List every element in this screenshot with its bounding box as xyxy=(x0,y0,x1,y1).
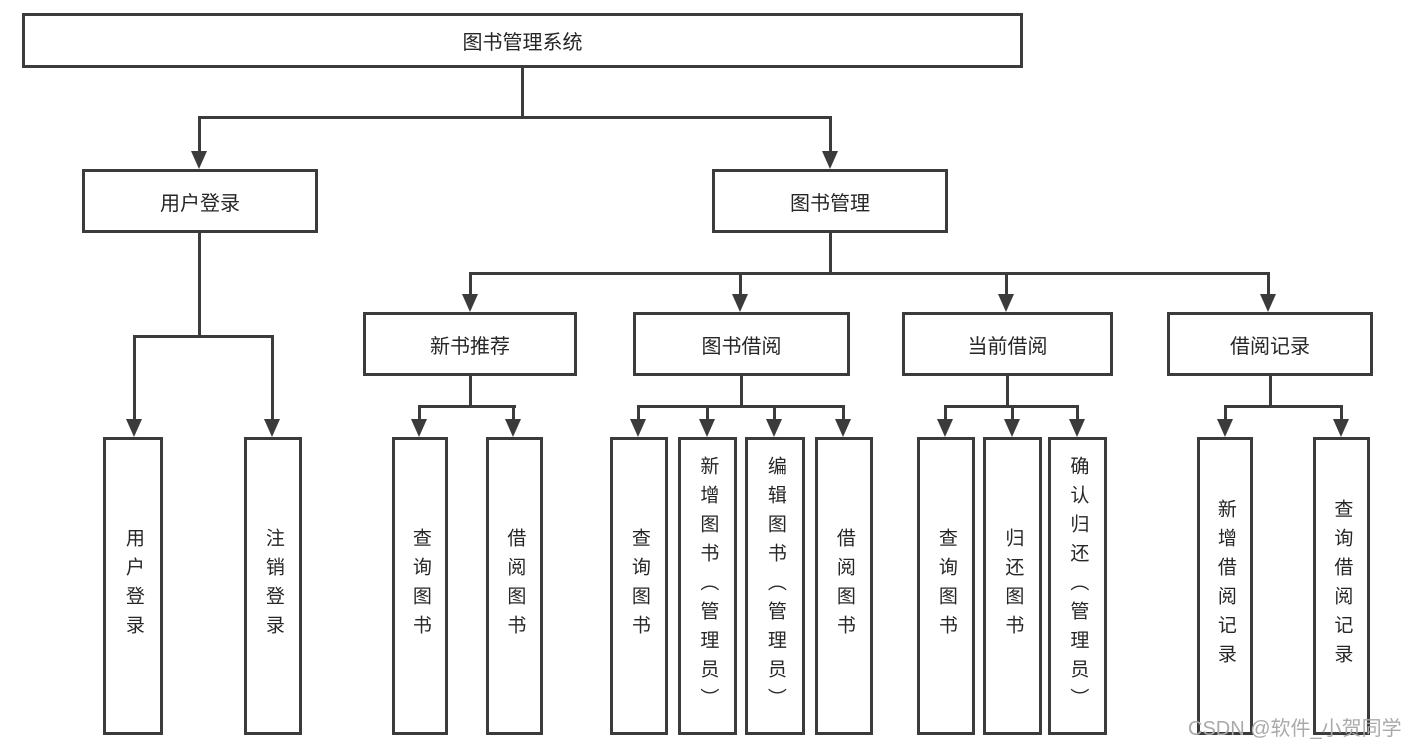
arrowhead-br-query xyxy=(1333,419,1349,437)
leaf-br-add-record: 新增借阅记录 xyxy=(1197,437,1253,735)
arrowhead-br-add xyxy=(1217,419,1233,437)
connector-drop-nb-borrow xyxy=(512,405,515,422)
arrowhead-book-mgmt xyxy=(822,151,838,169)
leaf-br-query-record: 查询借阅记录 xyxy=(1313,437,1370,735)
arrowhead-login xyxy=(126,419,142,437)
connector-book-borrow-bar xyxy=(637,405,845,408)
connector-drop-nb-query xyxy=(418,405,421,422)
arrowhead-bb-add xyxy=(699,419,715,437)
connector-drop-cb-return xyxy=(1011,405,1014,422)
node-borrow-records: 借阅记录 xyxy=(1167,312,1373,376)
leaf-logout: 注销登录 xyxy=(244,437,302,735)
leaf-cb-confirm-return: 确认归还（管理员） xyxy=(1048,437,1107,735)
leaf-cb-query-books: 查询图书 xyxy=(917,437,975,735)
leaf-login: 用户登录 xyxy=(103,437,163,735)
node-book-borrow-label: 图书借阅 xyxy=(701,335,782,358)
arrowhead-cb-return xyxy=(1004,419,1020,437)
arrowhead-user-login xyxy=(191,151,207,169)
connector-drop-user-login xyxy=(198,116,201,154)
leaf-bb-add-books-label: 新增图书（管理员） xyxy=(697,455,719,717)
connector-book-mgmt-stem xyxy=(829,233,832,274)
connector-borrow-records-stem xyxy=(1269,376,1272,408)
node-user-login: 用户登录 xyxy=(82,169,318,233)
connector-drop-new-books xyxy=(469,272,472,297)
connector-drop-bb-add xyxy=(706,405,709,422)
connector-current-borrow-stem xyxy=(1006,376,1009,408)
connector-new-books-bar xyxy=(418,405,516,408)
leaf-br-add-record-label: 新增借阅记录 xyxy=(1214,499,1236,673)
leaf-bb-query-books: 查询图书 xyxy=(610,437,668,735)
connector-drop-current-borrow xyxy=(1005,272,1008,297)
arrowhead-bb-borrow xyxy=(835,419,851,437)
node-current-borrow-label: 当前借阅 xyxy=(967,335,1048,358)
arrowhead-new-books xyxy=(462,294,478,312)
node-book-mgmt-label: 图书管理 xyxy=(790,192,870,215)
connector-drop-bb-query xyxy=(637,405,640,422)
connector-level3-bar xyxy=(469,272,1270,275)
arrowhead-bb-query xyxy=(630,419,646,437)
connector-level2-bar xyxy=(198,116,831,119)
node-book-borrow: 图书借阅 xyxy=(633,312,850,376)
leaf-bb-add-books: 新增图书（管理员） xyxy=(678,437,737,735)
watermark: CSDN @软件_小贺同学 xyxy=(1188,718,1402,740)
leaf-bb-borrow-books-label: 借阅图书 xyxy=(833,528,855,644)
arrowhead-cb-query xyxy=(937,419,953,437)
leaf-cb-confirm-return-label: 确认归还（管理员） xyxy=(1067,455,1089,717)
leaf-cb-return-books: 归还图书 xyxy=(983,437,1042,735)
connector-drop-login xyxy=(133,335,136,422)
connector-user-login-stem xyxy=(198,233,201,337)
connector-borrow-records-bar xyxy=(1224,405,1343,408)
leaf-nb-query-books-label: 查询图书 xyxy=(409,528,431,644)
arrowhead-current-borrow xyxy=(998,294,1014,312)
connector-drop-bb-borrow xyxy=(842,405,845,422)
node-user-login-label: 用户登录 xyxy=(160,192,240,215)
arrowhead-book-borrow xyxy=(732,294,748,312)
leaf-nb-query-books: 查询图书 xyxy=(392,437,448,735)
node-new-books-label: 新书推荐 xyxy=(430,335,510,358)
connector-new-books-stem xyxy=(469,376,472,408)
connector-drop-cb-confirm xyxy=(1076,405,1079,422)
leaf-bb-edit-books: 编辑图书（管理员） xyxy=(745,437,805,735)
connector-drop-br-query xyxy=(1340,405,1343,422)
node-root: 图书管理系统 xyxy=(22,13,1023,68)
node-root-label: 图书管理系统 xyxy=(462,32,583,54)
leaf-bb-borrow-books: 借阅图书 xyxy=(815,437,873,735)
arrowhead-nb-borrow xyxy=(505,419,521,437)
connector-drop-cb-query xyxy=(944,405,947,422)
arrowhead-cb-confirm xyxy=(1069,419,1085,437)
node-borrow-records-label: 借阅记录 xyxy=(1230,335,1310,358)
connector-user-login-bar xyxy=(133,335,274,338)
arrowhead-nb-query xyxy=(411,419,427,437)
leaf-bb-query-books-label: 查询图书 xyxy=(628,528,650,644)
connector-drop-br-add xyxy=(1224,405,1227,422)
connector-drop-book-borrow xyxy=(739,272,742,297)
node-book-mgmt: 图书管理 xyxy=(712,169,948,233)
connector-drop-logout xyxy=(271,335,274,422)
connector-drop-bb-edit xyxy=(773,405,776,422)
leaf-nb-borrow-books-label: 借阅图书 xyxy=(504,528,526,644)
connector-book-borrow-stem xyxy=(740,376,743,408)
node-new-books: 新书推荐 xyxy=(363,312,577,376)
connector-drop-book-mgmt xyxy=(829,116,832,154)
leaf-br-query-record-label: 查询借阅记录 xyxy=(1331,499,1353,673)
connector-drop-borrow-records xyxy=(1267,272,1270,297)
leaf-bb-edit-books-label: 编辑图书（管理员） xyxy=(764,455,786,717)
arrowhead-logout xyxy=(264,419,280,437)
connector-root-stem xyxy=(521,68,524,118)
arrowhead-borrow-records xyxy=(1260,294,1276,312)
arrowhead-bb-edit xyxy=(766,419,782,437)
leaf-cb-return-books-label: 归还图书 xyxy=(1002,528,1024,644)
node-current-borrow: 当前借阅 xyxy=(902,312,1113,376)
leaf-cb-query-books-label: 查询图书 xyxy=(935,528,957,644)
leaf-nb-borrow-books: 借阅图书 xyxy=(486,437,543,735)
leaf-login-label: 用户登录 xyxy=(122,528,144,644)
leaf-logout-label: 注销登录 xyxy=(262,528,284,644)
